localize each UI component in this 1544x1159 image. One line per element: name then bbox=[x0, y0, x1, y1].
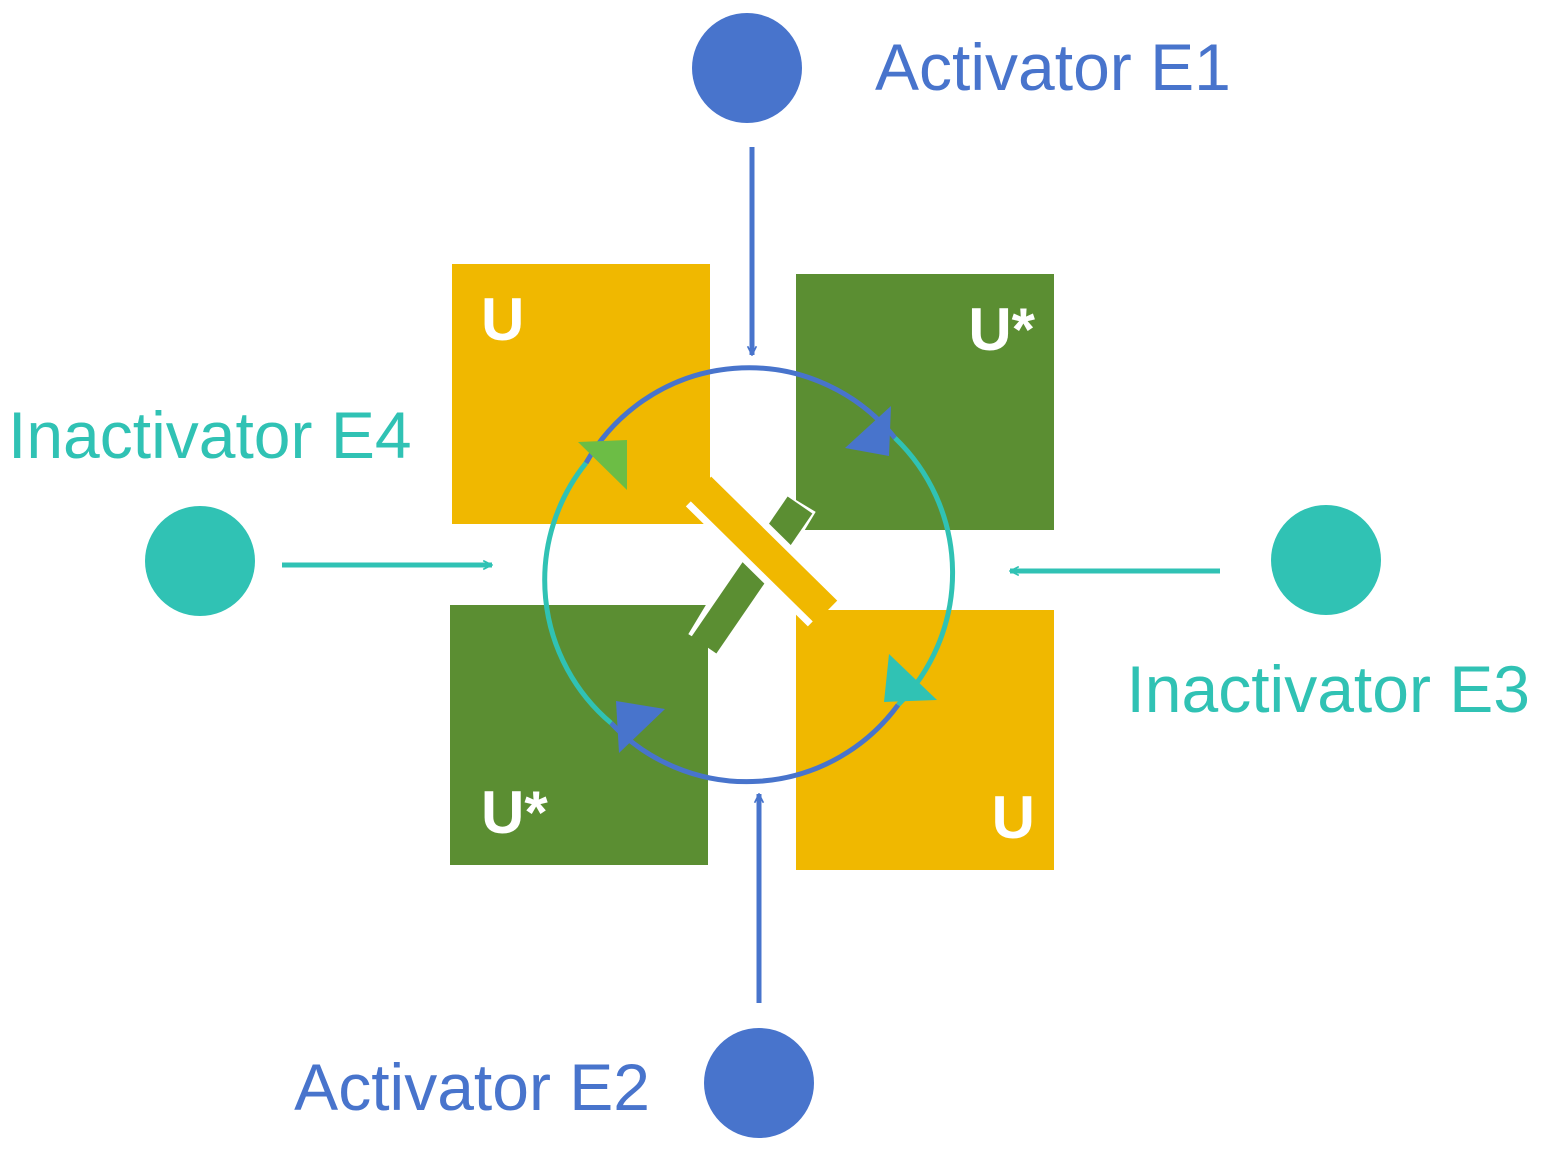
inactivator-e4-label: Inactivator E4 bbox=[8, 398, 412, 472]
cycle-arrow-top-right bbox=[845, 406, 891, 456]
state-connectors bbox=[685, 473, 841, 658]
activator-e2-node bbox=[704, 1028, 814, 1138]
inactivator-e4-node bbox=[145, 506, 255, 616]
state-box-bottom-left bbox=[450, 605, 708, 865]
activator-e1-node bbox=[692, 13, 802, 123]
cycle-ring bbox=[542, 365, 956, 785]
inactivator-e3-label: Inactivator E3 bbox=[1126, 652, 1530, 726]
state-label-top-right: U* bbox=[968, 296, 1035, 363]
state-label-bottom-right: U bbox=[992, 784, 1035, 851]
cycle-arrow-bottom-left bbox=[616, 701, 665, 753]
state-box-bottom-right bbox=[796, 610, 1054, 870]
inactivator-e3-node bbox=[1271, 505, 1381, 615]
activator-e1-label: Activator E1 bbox=[875, 30, 1231, 104]
cycle-arrow-top-left bbox=[578, 440, 627, 490]
state-label-top-left: U bbox=[481, 286, 524, 353]
state-box-top-left bbox=[452, 264, 710, 524]
cycle-arrow-bottom-right bbox=[884, 654, 937, 702]
state-label-bottom-left: U* bbox=[481, 779, 548, 846]
state-box-top-right bbox=[796, 274, 1054, 530]
activator-e2-label: Activator E2 bbox=[294, 1050, 650, 1124]
